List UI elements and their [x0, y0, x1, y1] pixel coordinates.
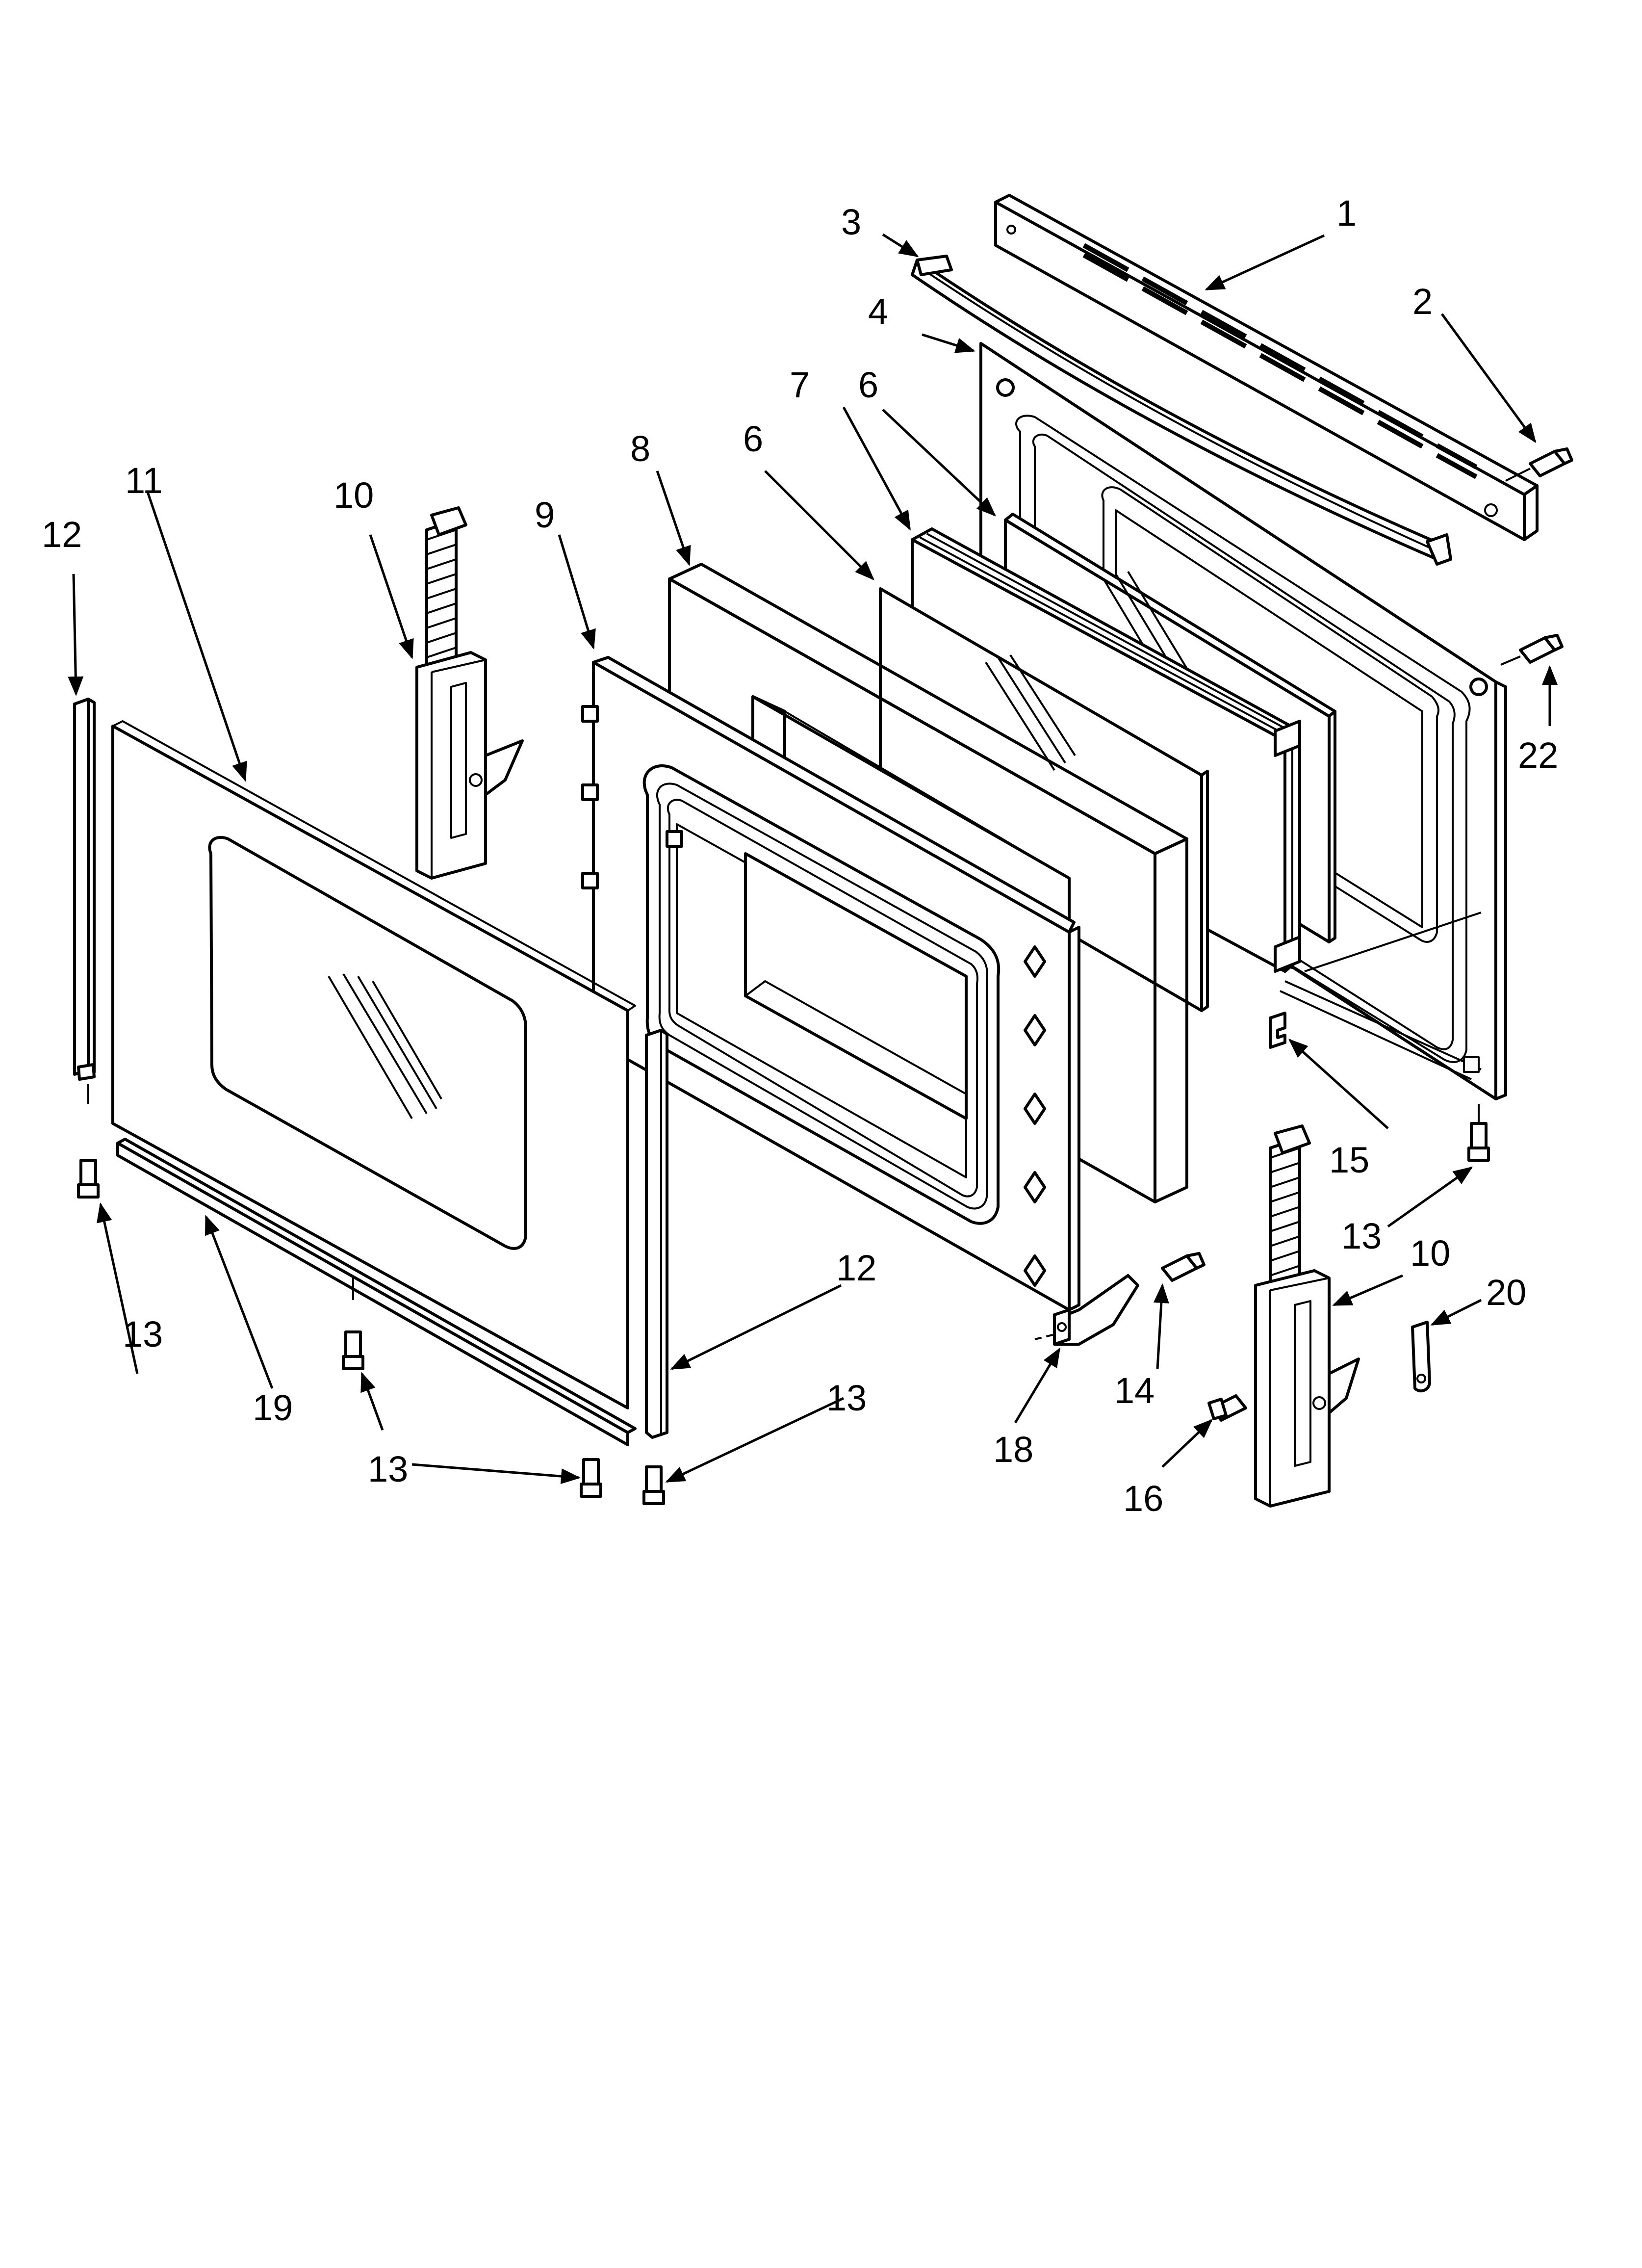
- callout-13-right: 13: [1341, 1216, 1382, 1256]
- callout-18: 18: [993, 1429, 1033, 1470]
- clip-part-15: [1269, 1012, 1286, 1049]
- plate-part-20: [1411, 1321, 1431, 1393]
- door-frame-part-9: [581, 656, 1080, 1311]
- screw-part-13-left: [77, 1084, 100, 1199]
- callout-12-left: 12: [42, 514, 82, 555]
- callout-4: 4: [868, 291, 888, 332]
- callout-13-bottom: 13: [368, 1449, 408, 1489]
- callout-1: 1: [1336, 193, 1357, 234]
- outer-door-glass-part-11: [111, 720, 636, 1409]
- callout-labels: 1 2 3 4 6 6 7 8 9 10 10 11 12 12 13 13 1…: [42, 193, 1558, 1519]
- callout-8: 8: [630, 428, 650, 469]
- screw-part-14: [1161, 1252, 1206, 1282]
- door-handle-part-3: [911, 255, 1452, 566]
- callout-7: 7: [790, 365, 810, 405]
- screw-part-2: [1505, 447, 1573, 482]
- callout-2: 2: [1412, 281, 1433, 322]
- callout-14: 14: [1114, 1370, 1155, 1411]
- screw-part-13-trim: [642, 1465, 665, 1505]
- callout-6-rear: 6: [858, 365, 878, 405]
- callout-10-left: 10: [334, 475, 374, 516]
- screw-part-22: [1500, 634, 1564, 666]
- callout-15: 15: [1329, 1140, 1369, 1180]
- side-trim-right-part-12: [645, 1029, 668, 1439]
- callout-19: 19: [253, 1387, 293, 1428]
- leader-arrows: [68, 233, 1558, 1485]
- screw-part-13-right-top: [1467, 1104, 1490, 1162]
- callout-16: 16: [1123, 1478, 1163, 1519]
- callout-13-left: 13: [123, 1314, 163, 1355]
- vent-trim-part-1: [994, 194, 1539, 541]
- door-hinge-left-part-10: [415, 506, 524, 880]
- callout-3: 3: [841, 202, 861, 242]
- screw-part-13-bottom-mid: [342, 1330, 364, 1370]
- callout-11: 11: [125, 460, 163, 501]
- bottom-trim-part-19: [116, 1138, 637, 1446]
- screw-part-13-bottom-right: [580, 1458, 602, 1498]
- callout-6-front: 6: [743, 418, 763, 459]
- callout-13-bottom-right: 13: [826, 1378, 867, 1418]
- front-glass-part-6: [879, 587, 1209, 1012]
- callout-20: 20: [1486, 1272, 1526, 1313]
- side-trim-left-part-12: [73, 698, 96, 1081]
- screw-part-16: [1207, 1394, 1247, 1422]
- callout-10-right: 10: [1410, 1233, 1450, 1274]
- door-hinge-right-part-10: [1254, 1124, 1360, 1508]
- callout-22: 22: [1518, 735, 1558, 776]
- callout-9: 9: [535, 495, 555, 535]
- callout-12-right: 12: [836, 1248, 876, 1288]
- bracket-part-18: [1034, 1274, 1139, 1346]
